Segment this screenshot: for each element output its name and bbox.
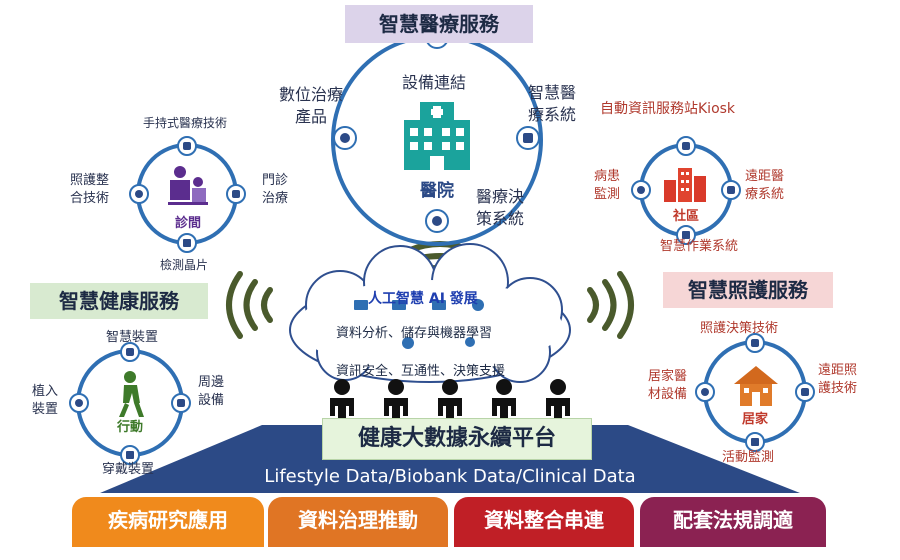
clinic-doctor-icon	[168, 166, 208, 205]
peripheral-device-label: 周邊 設備	[198, 375, 225, 408]
ring-node-icons	[69, 25, 815, 465]
people-icons	[330, 379, 570, 418]
ai-line-2: 資訊安全、互通性、決策支援	[336, 364, 506, 379]
patient-monitor-label: 病患 監測	[594, 169, 621, 202]
mobile-label: 行動	[116, 420, 143, 435]
detection-chip-label: 檢測晶片	[160, 258, 209, 272]
implant-device-label: 植入 裝置	[32, 384, 59, 417]
care-integration-label: 照護整 合技術	[70, 173, 110, 206]
remote-medical-label: 遠距醫 療系統	[745, 169, 785, 202]
remote-care-label: 遠距照 護技術	[818, 363, 858, 396]
digital-therapy-label: 數位治療 產品	[279, 85, 344, 126]
community-buildings-icon	[664, 168, 706, 202]
community-label: 社區	[672, 209, 699, 224]
smart-device-label: 智慧裝置	[106, 330, 159, 345]
platform-data-sources: Lifestyle Data/Biobank Data/Clinical Dat…	[264, 466, 636, 487]
kiosk-label: 自動資訊服務站Kiosk	[600, 101, 736, 117]
health-service-header: 智慧健康服務	[30, 283, 208, 319]
outpatient-label: 門診 治療	[262, 173, 289, 206]
activity-monitor-label: 活動監測	[722, 450, 775, 465]
wearable-device-label: 穿戴裝置	[102, 462, 155, 477]
hospital-label: 醫院	[420, 181, 454, 201]
footer-data-governance: 資料治理推動	[268, 497, 448, 547]
device-link-label: 設備連結	[402, 73, 467, 92]
footer-disease-research: 疾病研究應用	[72, 497, 264, 547]
footer-regulation-adaptation: 配套法規調適	[640, 497, 826, 547]
hospital-building-icon	[404, 102, 470, 170]
handheld-tech-label: 手持式醫療技術	[143, 116, 228, 130]
signal-waves-right	[587, 271, 634, 339]
ai-feature-icons	[354, 299, 484, 349]
smart-ops-label: 智慧作業系統	[660, 239, 739, 254]
home-icon	[734, 366, 778, 406]
medical-service-header: 智慧醫療服務	[345, 5, 533, 43]
ai-development-title: 人工智慧 AI 發展	[368, 291, 478, 307]
ai-line-1: 資料分析、儲存與機器學習	[336, 326, 493, 341]
care-decision-label: 照護決策技術	[700, 321, 779, 336]
care-service-header: 智慧照護服務	[663, 272, 833, 308]
medical-decision-label: 醫療決 策系統	[476, 187, 525, 228]
platform-title: 健康大數據永續平台	[322, 418, 592, 460]
smart-medical-system-label: 智慧醫 療系統	[528, 83, 577, 124]
home-equipment-label: 居家醫 材設備	[648, 369, 688, 402]
footer-data-integration: 資料整合串連	[454, 497, 634, 547]
home-label: 居家	[741, 412, 768, 427]
running-person-icon	[119, 371, 144, 417]
signal-waves-left	[226, 271, 273, 339]
clinic-label: 診間	[174, 216, 201, 231]
health-ring	[76, 349, 184, 457]
